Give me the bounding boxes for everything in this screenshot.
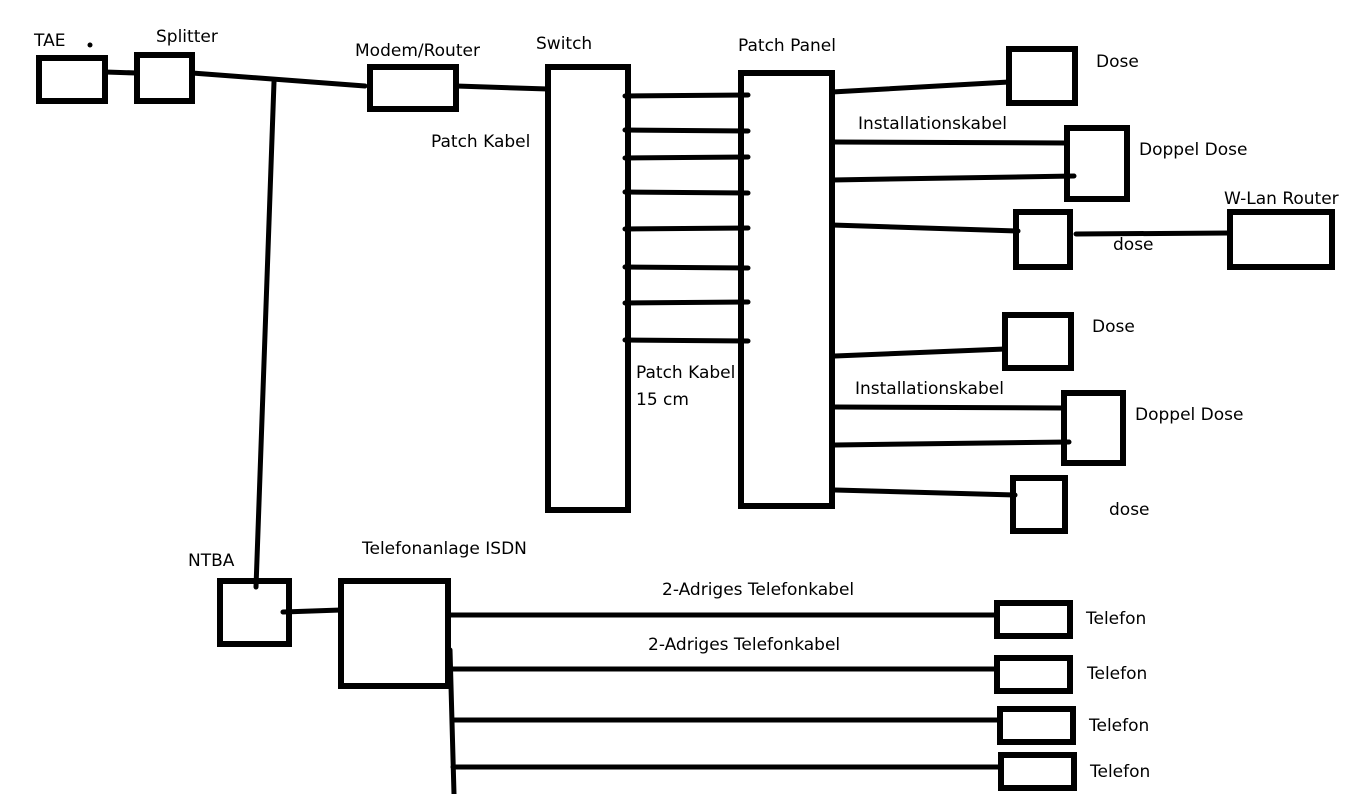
switch-label: Switch: [536, 34, 592, 54]
patch-kabel-label: Patch Kabel: [431, 132, 530, 152]
dose-wlan-label: dose: [1113, 235, 1154, 255]
wire-panel-doppel-dose-1-b: [829, 173, 1077, 183]
wire-panel-dose-2: [832, 346, 1008, 359]
telefonkabel-2-label: 2-Adriges Telefonkabel: [648, 635, 840, 655]
wire-switch-panel-4: [622, 189, 751, 196]
wlan-router-box: [1227, 209, 1335, 270]
switch-box: [545, 64, 631, 513]
splitter-box: [134, 52, 195, 104]
telefonanlage-label: Telefonanlage ISDN: [361, 539, 527, 559]
wire-panel-dose-3: [832, 487, 1018, 498]
telefon-1-box: [994, 600, 1073, 639]
installationskabel-1-label: Installationskabel: [858, 114, 1007, 134]
patch-kabel-15-label-line1: Patch Kabel: [636, 363, 735, 383]
telefon-3-box: [997, 706, 1076, 745]
wire-dose-wlan-router: [1073, 230, 1233, 237]
wire-switch-panel-3: [622, 154, 751, 161]
telefon-4-box: [998, 752, 1077, 791]
wire-switch-panel-2: [622, 127, 751, 134]
dose-3-box: [1010, 475, 1068, 534]
wire-switch-panel-1: [622, 92, 751, 99]
telefonkabel-1-label: 2-Adriges Telefonkabel: [662, 580, 854, 600]
wire-modem-switch: [453, 83, 551, 92]
wire-panel-dose-wlan: [829, 222, 1021, 234]
wire-ntba-telefonanlage: [280, 607, 344, 615]
modem-router-label: Modem/Router: [355, 41, 480, 61]
dose-1-box: [1006, 46, 1078, 106]
installationskabel-2-label: Installationskabel: [855, 379, 1004, 399]
splitter-label: Splitter: [156, 27, 218, 47]
dose-3-label: dose: [1109, 500, 1150, 520]
dot-marker: [87, 42, 93, 48]
telefon-2-label: Telefon: [1086, 664, 1147, 684]
wire-switch-panel-8: [622, 337, 751, 344]
tae-label: TAE: [33, 31, 65, 51]
patch-panel-label: Patch Panel: [738, 36, 836, 56]
wlan-router-label: W-Lan Router: [1224, 189, 1339, 209]
dose-2-label: Dose: [1092, 317, 1135, 337]
modem-router-box: [367, 64, 459, 112]
patch-kabel-15-label-line2: 15 cm: [636, 390, 689, 410]
doppel-dose-2-label: Doppel Dose: [1135, 405, 1243, 425]
dose-2-box: [1002, 312, 1074, 371]
wire-switch-panel-6: [622, 264, 751, 271]
tae-box: [36, 55, 108, 104]
telefon-4-label: Telefon: [1089, 762, 1150, 782]
wire-panel-doppel-dose-2-a: [832, 404, 1067, 411]
telefon-2-box: [994, 655, 1073, 694]
dose-wlan-box: [1013, 209, 1073, 270]
wire-panel-doppel-dose-1-a: [829, 139, 1070, 146]
telefonanlage-box: [338, 578, 451, 689]
wire-splitter-ntba: [253, 79, 277, 590]
doppel-dose-1-box: [1064, 125, 1130, 202]
wire-switch-panel-5: [622, 225, 751, 232]
wire-panel-dose-1: [829, 79, 1012, 95]
dose-1-label: Dose: [1096, 52, 1139, 72]
ntba-box: [217, 578, 292, 647]
telefon-1-label: Telefon: [1085, 609, 1146, 629]
wire-splitter-modem: [189, 70, 368, 89]
doppel-dose-2-box: [1061, 390, 1126, 466]
doppel-dose-1-label: Doppel Dose: [1139, 140, 1247, 160]
wire-panel-doppel-dose-2-b: [832, 439, 1072, 448]
switch-patch-links: [622, 92, 751, 344]
telefon-3-label: Telefon: [1088, 716, 1149, 736]
wire-switch-panel-7: [622, 299, 751, 306]
wire-tae-splitter: [102, 69, 140, 76]
patch-panel-box: [738, 70, 835, 509]
wire-telefon-bus: [447, 647, 457, 794]
ntba-label: NTBA: [188, 551, 235, 571]
